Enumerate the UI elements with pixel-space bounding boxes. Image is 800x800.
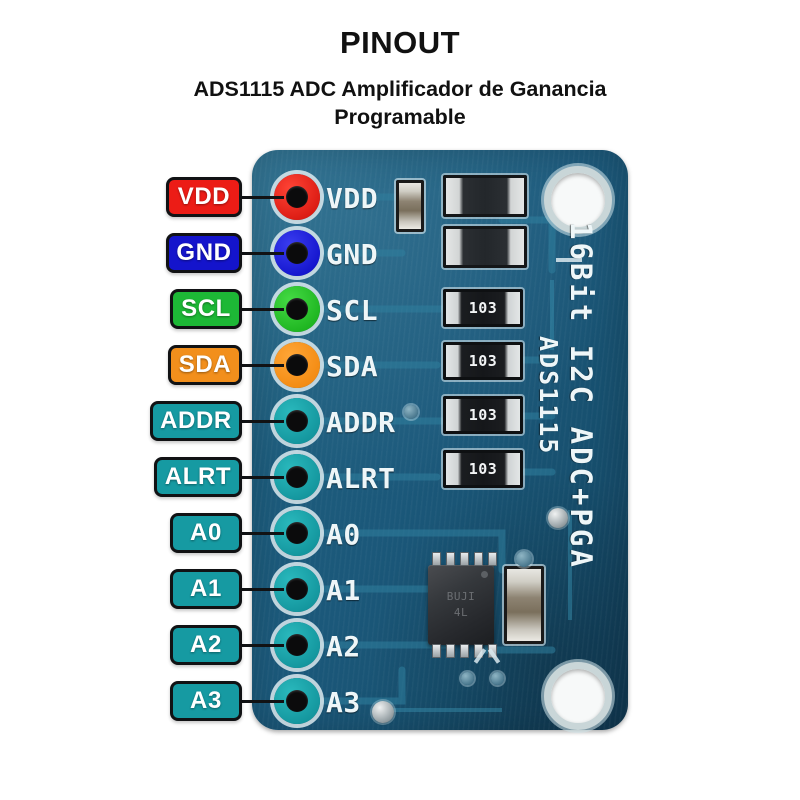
leader-line-gnd bbox=[242, 252, 284, 255]
leader-line-a1 bbox=[242, 588, 284, 591]
silk-label-a2: A2 bbox=[326, 630, 361, 663]
ic-pins-top bbox=[432, 552, 497, 566]
pinout-header: PINOUT ADS1115 ADC Amplificador de Ganan… bbox=[0, 0, 800, 131]
pad-hole bbox=[286, 466, 308, 488]
resistor-marking: 103 bbox=[468, 460, 498, 478]
pcb-via bbox=[461, 672, 474, 685]
callout-addr[interactable]: ADDR bbox=[150, 401, 242, 441]
callout-vdd[interactable]: VDD bbox=[166, 177, 242, 217]
test-point bbox=[548, 508, 568, 528]
pad-hole bbox=[286, 410, 308, 432]
pad-hole bbox=[286, 634, 308, 656]
callout-gnd[interactable]: GND bbox=[166, 233, 242, 273]
page-title: PINOUT bbox=[339, 25, 461, 60]
leader-line-addr bbox=[242, 420, 284, 423]
smd-resistor: 103 bbox=[443, 289, 523, 327]
test-point bbox=[372, 701, 394, 723]
pad-hole bbox=[286, 354, 308, 376]
callout-a1[interactable]: A1 bbox=[170, 569, 242, 609]
pin-pad-addr[interactable] bbox=[274, 398, 320, 444]
callout-alrt[interactable]: ALRT bbox=[154, 457, 242, 497]
callout-a2[interactable]: A2 bbox=[170, 625, 242, 665]
leader-line-a2 bbox=[242, 644, 284, 647]
pcb-via bbox=[404, 405, 418, 419]
silk-label-sda: SDA bbox=[326, 350, 379, 383]
smd-capacitor-2 bbox=[443, 226, 527, 268]
silk-label-scl: SCL bbox=[326, 294, 379, 327]
silk-label-gnd: GND bbox=[326, 238, 379, 271]
ic-pin bbox=[446, 552, 455, 566]
mounting-hole-bottom bbox=[544, 662, 612, 730]
ic-pin bbox=[460, 552, 469, 566]
ic-pin1-dot bbox=[481, 571, 488, 578]
pcb-via bbox=[516, 551, 532, 567]
pad-hole bbox=[286, 242, 308, 264]
mounting-hole-top bbox=[544, 166, 612, 234]
silkscreen-main-text: 16Bit I2C ADC+PGA bbox=[564, 222, 598, 570]
leader-line-a0 bbox=[242, 532, 284, 535]
silk-label-alrt: ALRT bbox=[326, 462, 396, 495]
pin-pad-scl[interactable] bbox=[274, 286, 320, 332]
pad-hole bbox=[286, 522, 308, 544]
callout-a3[interactable]: A3 bbox=[170, 681, 242, 721]
smd-capacitor-tantalum bbox=[396, 180, 424, 232]
ic-pin bbox=[432, 552, 441, 566]
callout-scl[interactable]: SCL bbox=[170, 289, 242, 329]
silk-label-a3: A3 bbox=[326, 686, 361, 719]
silk-label-a1: A1 bbox=[326, 574, 361, 607]
leader-line-scl bbox=[242, 308, 284, 311]
leader-line-sda bbox=[242, 364, 284, 367]
ic-pin bbox=[460, 644, 469, 658]
ads1115-ic-chip: BUJI 4L bbox=[428, 565, 494, 645]
page-subtitle: ADS1115 ADC Amplificador de Ganancia Pro… bbox=[193, 77, 607, 129]
ic-pin bbox=[432, 644, 441, 658]
smd-capacitor-1 bbox=[443, 175, 527, 217]
silk-label-a0: A0 bbox=[326, 518, 361, 551]
leader-line-alrt bbox=[242, 476, 284, 479]
ic-pin bbox=[474, 552, 483, 566]
pad-hole bbox=[286, 578, 308, 600]
resistor-marking: 103 bbox=[468, 406, 498, 424]
silk-label-vdd: VDD bbox=[326, 182, 379, 215]
pad-hole bbox=[286, 186, 308, 208]
leader-line-vdd bbox=[242, 196, 284, 199]
callout-a0[interactable]: A0 bbox=[170, 513, 242, 553]
ic-pin bbox=[488, 552, 497, 566]
pin-pad-sda[interactable] bbox=[274, 342, 320, 388]
resistor-marking: 103 bbox=[468, 299, 498, 317]
ic-marking: BUJI 4L bbox=[446, 589, 476, 620]
smd-capacitor-bypass bbox=[504, 566, 544, 644]
silkscreen-part-number: ADS1115 bbox=[534, 336, 563, 456]
resistor-marking: 103 bbox=[468, 352, 498, 370]
smd-resistor: 103 bbox=[443, 342, 523, 380]
smd-resistor: 103 bbox=[443, 450, 523, 488]
pin-pad-gnd[interactable] bbox=[274, 230, 320, 276]
leader-line-a3 bbox=[242, 700, 284, 703]
silk-label-addr: ADDR bbox=[326, 406, 396, 439]
silk-marker bbox=[556, 258, 582, 262]
callout-sda[interactable]: SDA bbox=[168, 345, 242, 385]
ic-pin bbox=[446, 644, 455, 658]
pad-hole bbox=[286, 690, 308, 712]
pcb-via bbox=[491, 672, 504, 685]
smd-resistor: 103 bbox=[443, 396, 523, 434]
pad-hole bbox=[286, 298, 308, 320]
